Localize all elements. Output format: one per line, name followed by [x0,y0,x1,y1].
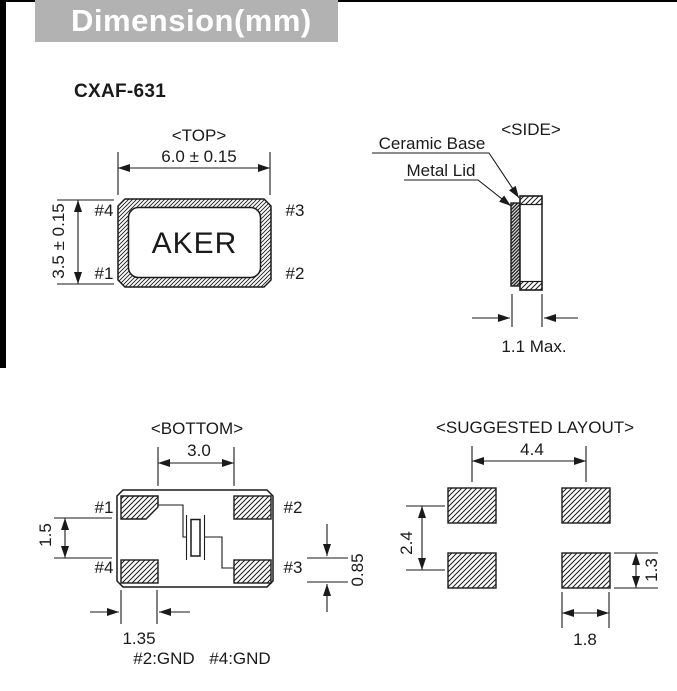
part-number: CXAF-631 [74,81,167,102]
layout-pad-width-dimension: 1.8 [573,630,597,649]
gnd-note-1: #2:GND [133,649,194,668]
pitch-x-dimension: 4.4 [520,440,544,459]
ceramic-base-cap-bottom [519,280,543,291]
layout-pad-height-dimension: 1.3 [642,558,661,582]
internal-wire-left [158,504,186,538]
leader-line-lid [404,179,512,207]
pad-span-dimension: 3.0 [187,441,211,460]
pin-label: #3 [284,558,303,577]
leader-line-ceramic [372,152,520,199]
pin-label: #3 [286,201,305,220]
pin-label: #2 [286,264,305,283]
section-title: Dimension(mm) [71,3,312,38]
bottom-view-label: <BOTTOM> [151,419,243,438]
suggested-layout-view: <SUGGESTED LAYOUT> 4.4 2.4 1.3 1.8 [397,418,661,649]
layout-view-label: <SUGGESTED LAYOUT> [436,418,634,437]
layout-pad-top-right [561,487,611,524]
package-lid-face [127,206,262,279]
crystal-symbol [190,518,201,557]
side-view-label: <SIDE> [501,120,561,139]
package-marking: AKER [152,227,238,260]
ceramic-base-cap-top [519,195,543,206]
scan-artifact-top [0,0,677,2]
pad-1 [120,495,159,520]
pad-4 [120,559,159,584]
metal-lid-shape [510,202,521,287]
pad-width-dimension: 1.35 [122,629,155,648]
gnd-note-2: #4:GND [209,649,270,668]
internal-wire-right [205,536,234,569]
ceramic-base-callout: Ceramic Base [379,134,486,153]
layout-pad-bottom-right [561,552,611,589]
pin-label: #2 [284,498,303,517]
pad-3 [233,559,272,584]
side-thickness-dimension: 1.1 Max. [501,337,566,356]
pad-2 [233,495,272,520]
pin-label: #1 [95,264,114,283]
scan-artifact-left [0,0,6,368]
top-view: <TOP> 6.0 ± 0.15 3.5 ± 0.15 AKER #4 #3 #… [49,126,305,288]
top-view-label: <TOP> [172,126,227,145]
layout-pad-top-left [447,487,497,524]
top-height-dimension: 3.5 ± 0.15 [49,203,68,279]
section-title-banner: Dimension(mm) [35,0,338,42]
pitch-y-dimension: 2.4 [397,531,416,555]
top-width-dimension: 6.0 ± 0.15 [161,147,237,166]
metal-lid-callout: Metal Lid [407,161,476,180]
pad-gap-dimension: 1.5 [36,523,55,547]
layout-pad-bottom-left [447,552,497,589]
side-view: <SIDE> Ceramic Base Metal Lid 1.1 Max. [372,120,578,356]
pin-label: #4 [95,201,114,220]
bottom-view: <BOTTOM> 3.0 #1 #2 #4 #3 1.5 [36,419,367,668]
pin-label: #1 [95,498,114,517]
ceramic-base-shape [519,195,543,291]
pad-height-dimension: 0.85 [348,553,367,586]
pin-label: #4 [95,558,114,577]
